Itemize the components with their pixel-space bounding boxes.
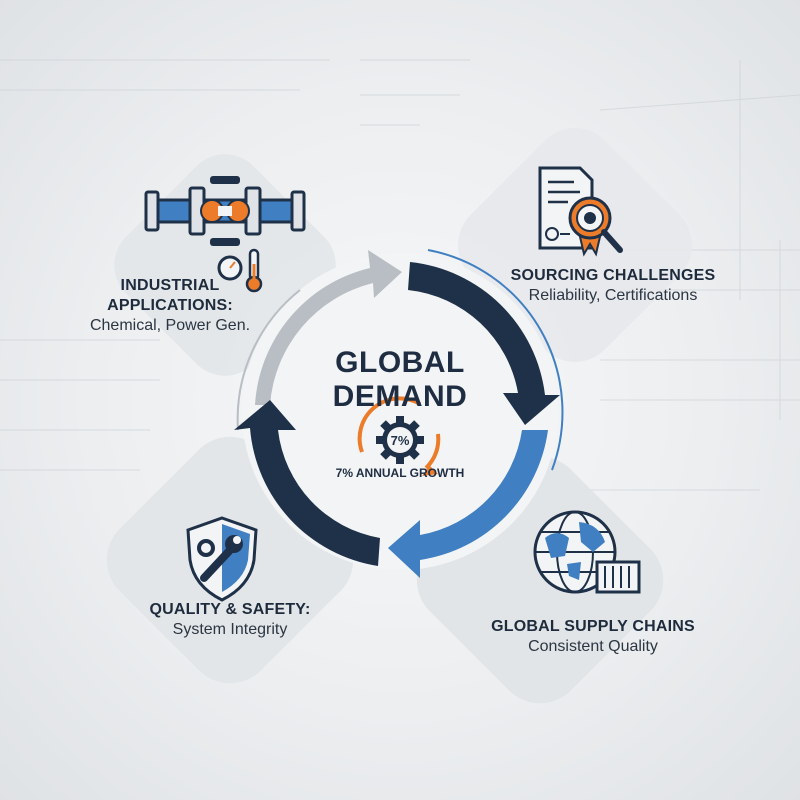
quality-title: QUALITY & SAFETY: xyxy=(149,601,311,618)
arrow-gray xyxy=(255,250,402,405)
supply-subtitle: Consistent Quality xyxy=(528,638,658,655)
industrial-title-line2: APPLICATIONS: xyxy=(107,297,233,314)
industrial-label: INDUSTRIAL APPLICATIONS: Chemical, Power… xyxy=(60,276,280,336)
shield-wrench-icon xyxy=(186,516,258,602)
growth-label: 7% ANNUAL GROWTH xyxy=(335,466,465,480)
center-title-line1: GLOBAL xyxy=(335,346,465,379)
center-title: GLOBAL DEMAND xyxy=(300,346,500,414)
sourcing-title: SOURCING CHALLENGES xyxy=(510,267,716,284)
center-disc xyxy=(242,254,558,570)
quality-subtitle: System Integrity xyxy=(172,621,288,638)
arrow-navy-bottom xyxy=(234,400,380,566)
sourcing-subtitle: Reliability, Certifications xyxy=(528,287,698,304)
arrow-navy-top xyxy=(408,262,560,425)
pipe-valve-icon xyxy=(144,176,306,246)
pressure-gauge-icon xyxy=(217,255,243,281)
supply-title: GLOBAL SUPPLY CHAINS xyxy=(491,618,695,635)
center-title-line2: DEMAND xyxy=(332,380,468,413)
arrow-blue xyxy=(388,430,548,578)
cycle-arrows xyxy=(234,250,560,578)
thermometer-icon xyxy=(245,248,263,293)
globe-container-icon xyxy=(533,510,641,594)
growth-badge: 7% xyxy=(391,433,410,448)
quality-label: QUALITY & SAFETY: System Integrity xyxy=(120,600,340,640)
supply-label: GLOBAL SUPPLY CHAINS Consistent Quality xyxy=(468,617,718,657)
background-blueprint xyxy=(0,59,800,491)
industrial-subtitle: Chemical, Power Gen. xyxy=(89,317,251,334)
outer-arc-right xyxy=(427,249,564,471)
outer-arc-left xyxy=(236,289,301,431)
industrial-title-line1: INDUSTRIAL xyxy=(120,277,220,294)
certificate-gear-magnifier-icon xyxy=(538,166,623,257)
gear-percent-icon: 7% xyxy=(357,396,441,476)
sourcing-label: SOURCING CHALLENGES Reliability, Certifi… xyxy=(488,266,738,306)
